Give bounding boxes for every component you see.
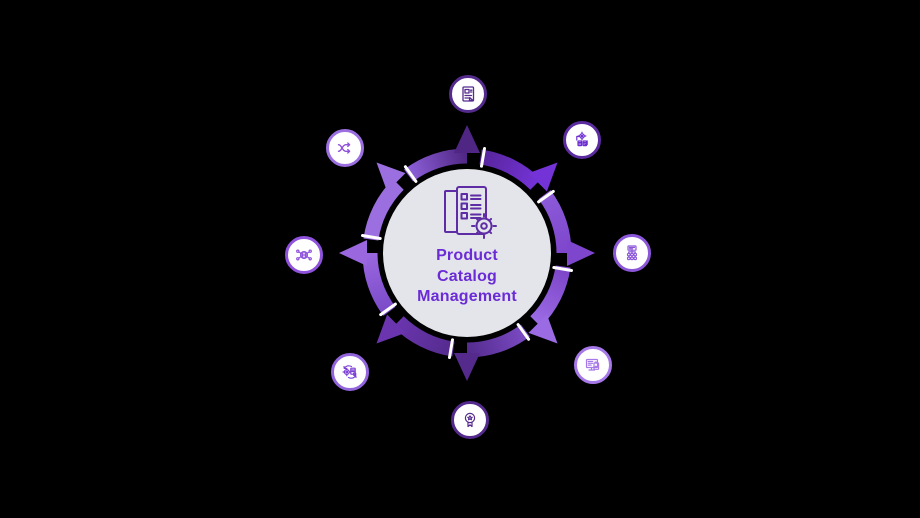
product-catalog-gear-icon bbox=[444, 186, 497, 239]
satellite-circle-bottom-right bbox=[574, 346, 612, 384]
ring-arrow-up-icon bbox=[454, 125, 480, 153]
ring-arrow-down-icon bbox=[454, 353, 480, 381]
ring-arrow-down-left-icon bbox=[376, 314, 406, 344]
center-circle bbox=[383, 169, 551, 337]
process-sync-icon bbox=[342, 365, 357, 379]
center-title-line-3: Management bbox=[417, 288, 517, 305]
system-integration-icon bbox=[576, 131, 588, 147]
satellite-circle-top bbox=[449, 75, 487, 113]
hierarchy-sitemap-icon bbox=[626, 245, 638, 261]
ring-dividers bbox=[361, 147, 573, 359]
ring-segment-s-sw bbox=[393, 316, 455, 357]
ring-arrow-left-icon bbox=[339, 240, 367, 266]
ring-divider bbox=[403, 165, 418, 183]
ring-segment-ne-e bbox=[538, 190, 572, 254]
center-title-line-1: Product bbox=[436, 247, 498, 264]
ring-segment-sw-w bbox=[362, 252, 396, 316]
ring-arrow-up-left-icon bbox=[376, 162, 406, 192]
global-network-icon bbox=[296, 249, 312, 261]
ring-segment-n-ne bbox=[479, 149, 541, 190]
ring-segment-se-s bbox=[466, 324, 530, 358]
ring-divider bbox=[516, 323, 531, 341]
ring-divider bbox=[537, 189, 555, 204]
satellite-circle-top-left bbox=[326, 129, 364, 167]
ring-arrow-right-icon bbox=[567, 240, 595, 266]
ring-divider bbox=[361, 234, 382, 240]
ring-segment-w-nw bbox=[363, 179, 404, 241]
quality-badge-icon bbox=[464, 412, 476, 428]
ring-divider bbox=[379, 302, 397, 317]
satellite-circle-bottom bbox=[451, 401, 489, 439]
monitor-checklist-icon bbox=[585, 358, 600, 371]
ring-arrow-down-right-icon bbox=[528, 314, 558, 344]
ring-divider bbox=[552, 266, 573, 272]
outer-ring bbox=[362, 148, 572, 358]
shuffle-icon bbox=[337, 142, 351, 154]
ring-divider bbox=[480, 147, 486, 168]
ring-arrow-up-right-icon bbox=[528, 162, 558, 192]
ring-segment-e-se bbox=[530, 265, 571, 327]
center-title-line-2: Catalog bbox=[436, 267, 498, 285]
document-content-icon bbox=[462, 86, 475, 102]
ring-segment-nw-n bbox=[404, 148, 468, 182]
center-title: Product Catalog Management bbox=[377, 246, 557, 308]
ring-divider bbox=[448, 338, 454, 359]
